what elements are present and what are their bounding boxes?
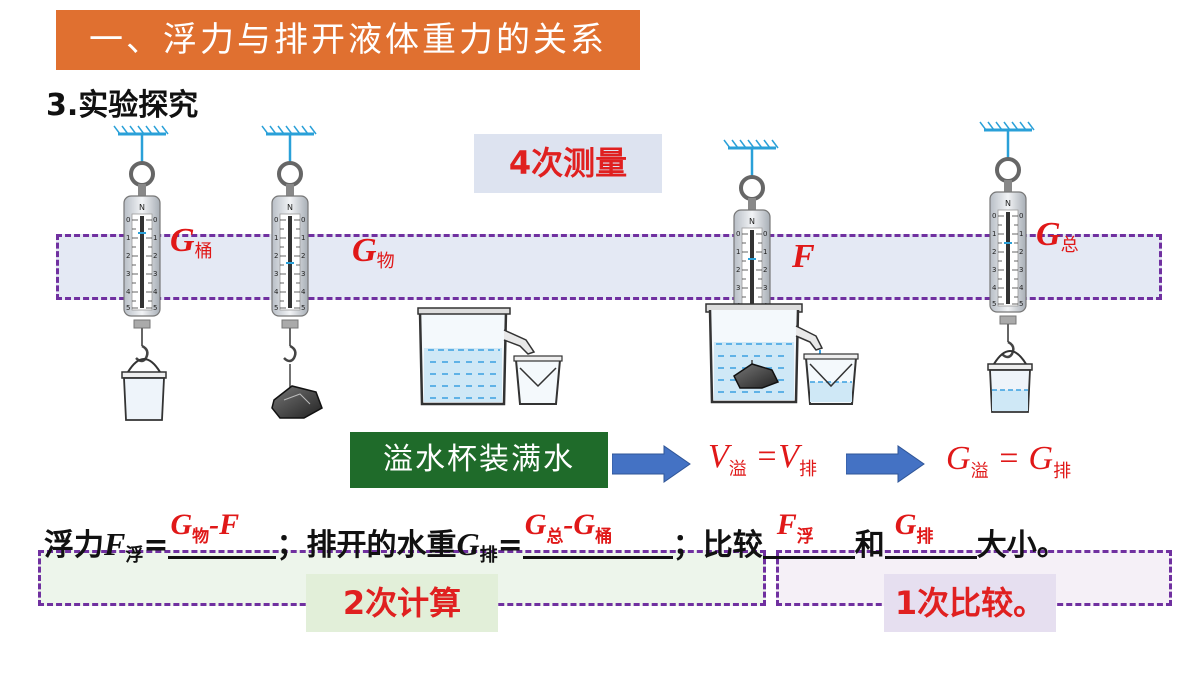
rock <box>271 364 323 419</box>
answer-compare-1: F浮 <box>762 508 855 559</box>
overflow-cup-immersed <box>705 303 859 405</box>
measure-count-label: 4次测量 <box>474 134 662 193</box>
label-g-bucket: G桶 <box>170 222 213 262</box>
calculation-count-label: 2次计算 <box>306 574 498 632</box>
answer-displaced-weight: G总-G桶 <box>522 508 673 559</box>
arrow-right-icon <box>846 445 925 483</box>
bucket-with-water <box>987 350 1033 413</box>
volume-equation: V溢 =V排 <box>708 438 818 480</box>
empty-bucket <box>121 358 167 421</box>
scale-total <box>978 120 1036 359</box>
fill-cup-box: 溢水杯装满水 <box>350 432 608 488</box>
subtitle: 3.实验探究 <box>46 88 199 123</box>
arrow-right-icon <box>612 445 691 483</box>
label-g-object: G物 <box>352 232 395 272</box>
scale-immersed <box>722 138 780 377</box>
scale-object <box>260 124 318 363</box>
overflow-cup-full <box>417 307 563 406</box>
answer-buoyancy: G物-F <box>168 508 277 559</box>
weight-equation: G溢 = G排 <box>946 440 1072 482</box>
section-title: 一、浮力与排开液体重力的关系 <box>56 10 640 70</box>
label-f: F <box>792 238 815 275</box>
reading-band <box>56 234 1162 300</box>
comparison-count-label: 1次比较。 <box>884 574 1056 632</box>
label-g-total: G总 <box>1036 216 1079 256</box>
scale-bucket <box>112 124 170 363</box>
experiment-diagram: N 00 11 22 33 44 55 <box>112 120 1036 421</box>
answer-compare-2: G排 <box>884 508 977 559</box>
